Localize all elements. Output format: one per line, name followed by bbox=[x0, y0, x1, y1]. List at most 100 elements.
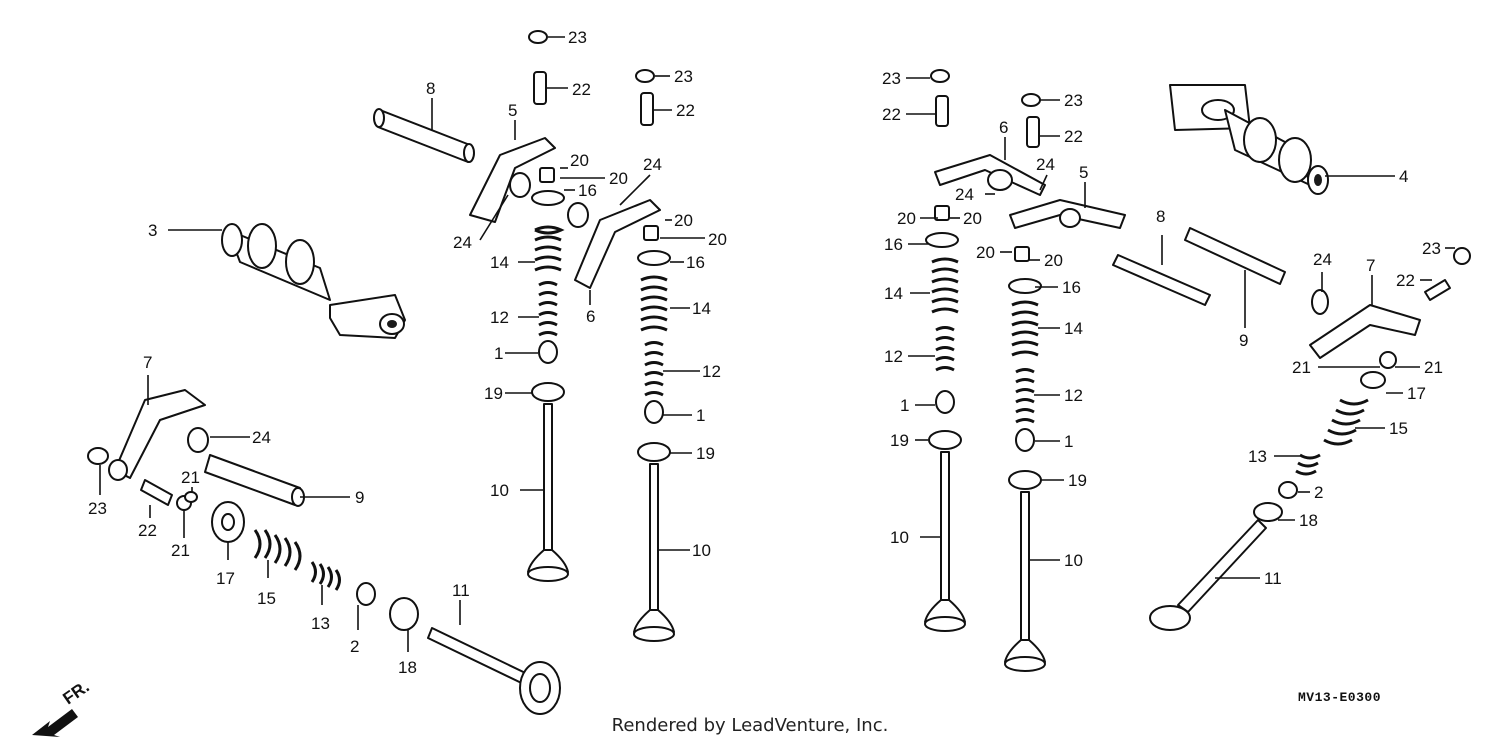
front-direction-label: FR. bbox=[59, 677, 92, 708]
callout-label: 14 bbox=[1064, 319, 1083, 338]
callout-label: 19 bbox=[1068, 471, 1087, 490]
footer-credit: Rendered by LeadVenture, Inc. bbox=[611, 715, 889, 736]
callout-label: 21 bbox=[181, 468, 200, 487]
callout-label: 7 bbox=[1366, 256, 1375, 275]
valve-left-b bbox=[633, 225, 675, 642]
rocker-shaft-left-upper bbox=[373, 108, 475, 163]
callout-label: 1 bbox=[494, 344, 503, 363]
front-direction-arrow-icon: FR. bbox=[32, 677, 93, 737]
callout-label: 21 bbox=[1292, 358, 1311, 377]
callout-label: 19 bbox=[696, 444, 715, 463]
callout-label: 16 bbox=[686, 253, 705, 272]
callout-label: 17 bbox=[216, 569, 235, 588]
callout-label: 9 bbox=[355, 488, 364, 507]
callout-label: 13 bbox=[311, 614, 330, 633]
callout-label: 14 bbox=[490, 253, 509, 272]
callout-label: 16 bbox=[1062, 278, 1081, 297]
callout-label: 5 bbox=[508, 101, 517, 120]
callout-label: 15 bbox=[1389, 419, 1408, 438]
callout-label: 14 bbox=[884, 284, 903, 303]
callout-label: 12 bbox=[884, 347, 903, 366]
rocker-arm-right-7 bbox=[1309, 289, 1421, 369]
callout-label: 12 bbox=[702, 362, 721, 381]
callout-label: 19 bbox=[484, 384, 503, 403]
callout-label: 16 bbox=[884, 235, 903, 254]
callout-label: 20 bbox=[976, 243, 995, 262]
valve-horizontal-right bbox=[1149, 371, 1386, 631]
callout-label: 22 bbox=[882, 105, 901, 124]
callout-label: 19 bbox=[890, 431, 909, 450]
callout-label: 2 bbox=[1314, 483, 1323, 502]
callout-label: 3 bbox=[148, 221, 157, 240]
callout-label: 24 bbox=[643, 155, 662, 174]
callout-label: 22 bbox=[676, 101, 695, 120]
callout-label: 12 bbox=[490, 308, 509, 327]
rocker-shaft-left-lower bbox=[204, 454, 305, 507]
callout-label: 24 bbox=[1036, 155, 1055, 174]
valve-right-a bbox=[924, 205, 966, 632]
callout-label: 23 bbox=[1064, 91, 1083, 110]
drawing-code: MV13-E0300 bbox=[1298, 690, 1382, 705]
callout-label: 11 bbox=[1264, 569, 1282, 588]
rocker-arm-left-7 bbox=[87, 389, 209, 481]
callout-label: 24 bbox=[1313, 250, 1332, 269]
callout-label: 21 bbox=[1424, 358, 1443, 377]
callout-label: 20 bbox=[609, 169, 628, 188]
callout-label: 23 bbox=[882, 69, 901, 88]
callout-label: 1 bbox=[1064, 432, 1073, 451]
rocker-shafts-right bbox=[1112, 227, 1286, 306]
callout-label: 16 bbox=[578, 181, 597, 200]
callout-label: 23 bbox=[568, 28, 587, 47]
callout-label: 20 bbox=[570, 151, 589, 170]
callout-label: 21 bbox=[171, 541, 190, 560]
callout-labels: 23 22 23 22 8 5 20 20 16 24 20 20 16 3 2… bbox=[88, 28, 1443, 677]
callout-label: 6 bbox=[586, 307, 595, 326]
callout-label: 12 bbox=[1064, 386, 1083, 405]
callout-label: 8 bbox=[1156, 207, 1165, 226]
callout-label: 15 bbox=[257, 589, 276, 608]
rocker-arm-left-5 bbox=[469, 137, 556, 223]
callout-label: 8 bbox=[426, 79, 435, 98]
callout-label: 6 bbox=[999, 118, 1008, 137]
camshaft-left bbox=[221, 223, 406, 339]
callout-label: 22 bbox=[1396, 271, 1415, 290]
rocker-arm-right-6 bbox=[934, 154, 1046, 196]
callout-label: 23 bbox=[674, 67, 693, 86]
callout-label: 4 bbox=[1399, 167, 1408, 186]
callout-label: 10 bbox=[1064, 551, 1083, 570]
valve-right-b bbox=[1004, 246, 1046, 672]
callout-label: 1 bbox=[696, 406, 705, 425]
callout-label: 20 bbox=[897, 209, 916, 228]
callout-label: 13 bbox=[1248, 447, 1267, 466]
callout-label: 2 bbox=[350, 637, 359, 656]
leader-lines bbox=[99, 36, 1455, 652]
valve-left-a bbox=[527, 167, 569, 582]
callout-label: 10 bbox=[490, 481, 509, 500]
callout-label: 24 bbox=[453, 233, 472, 252]
callout-label: 20 bbox=[708, 230, 727, 249]
callout-label: 5 bbox=[1079, 163, 1088, 182]
callout-label: 20 bbox=[1044, 251, 1063, 270]
callout-label: 24 bbox=[955, 185, 974, 204]
callout-label: 17 bbox=[1407, 384, 1426, 403]
rocker-arm-left-6 bbox=[567, 199, 661, 289]
callout-label: 23 bbox=[1422, 239, 1441, 258]
callout-label: 24 bbox=[252, 428, 271, 447]
callout-label: 22 bbox=[1064, 127, 1083, 146]
callout-label: 22 bbox=[572, 80, 591, 99]
adjusters-left-lower bbox=[140, 479, 198, 511]
adjusters-right bbox=[930, 69, 1471, 301]
callout-label: 14 bbox=[692, 299, 711, 318]
callout-label: 11 bbox=[452, 581, 470, 600]
callout-label: 9 bbox=[1239, 331, 1248, 350]
camshaft-right bbox=[1169, 84, 1329, 195]
callout-label: 18 bbox=[398, 658, 417, 677]
callout-label: 20 bbox=[674, 211, 693, 230]
callout-label: 22 bbox=[138, 521, 157, 540]
callout-label: 1 bbox=[900, 396, 909, 415]
callout-label: 7 bbox=[143, 353, 152, 372]
adjusters-left bbox=[528, 30, 655, 126]
callout-label: 23 bbox=[88, 499, 107, 518]
valve-horizontal-left bbox=[211, 501, 561, 715]
